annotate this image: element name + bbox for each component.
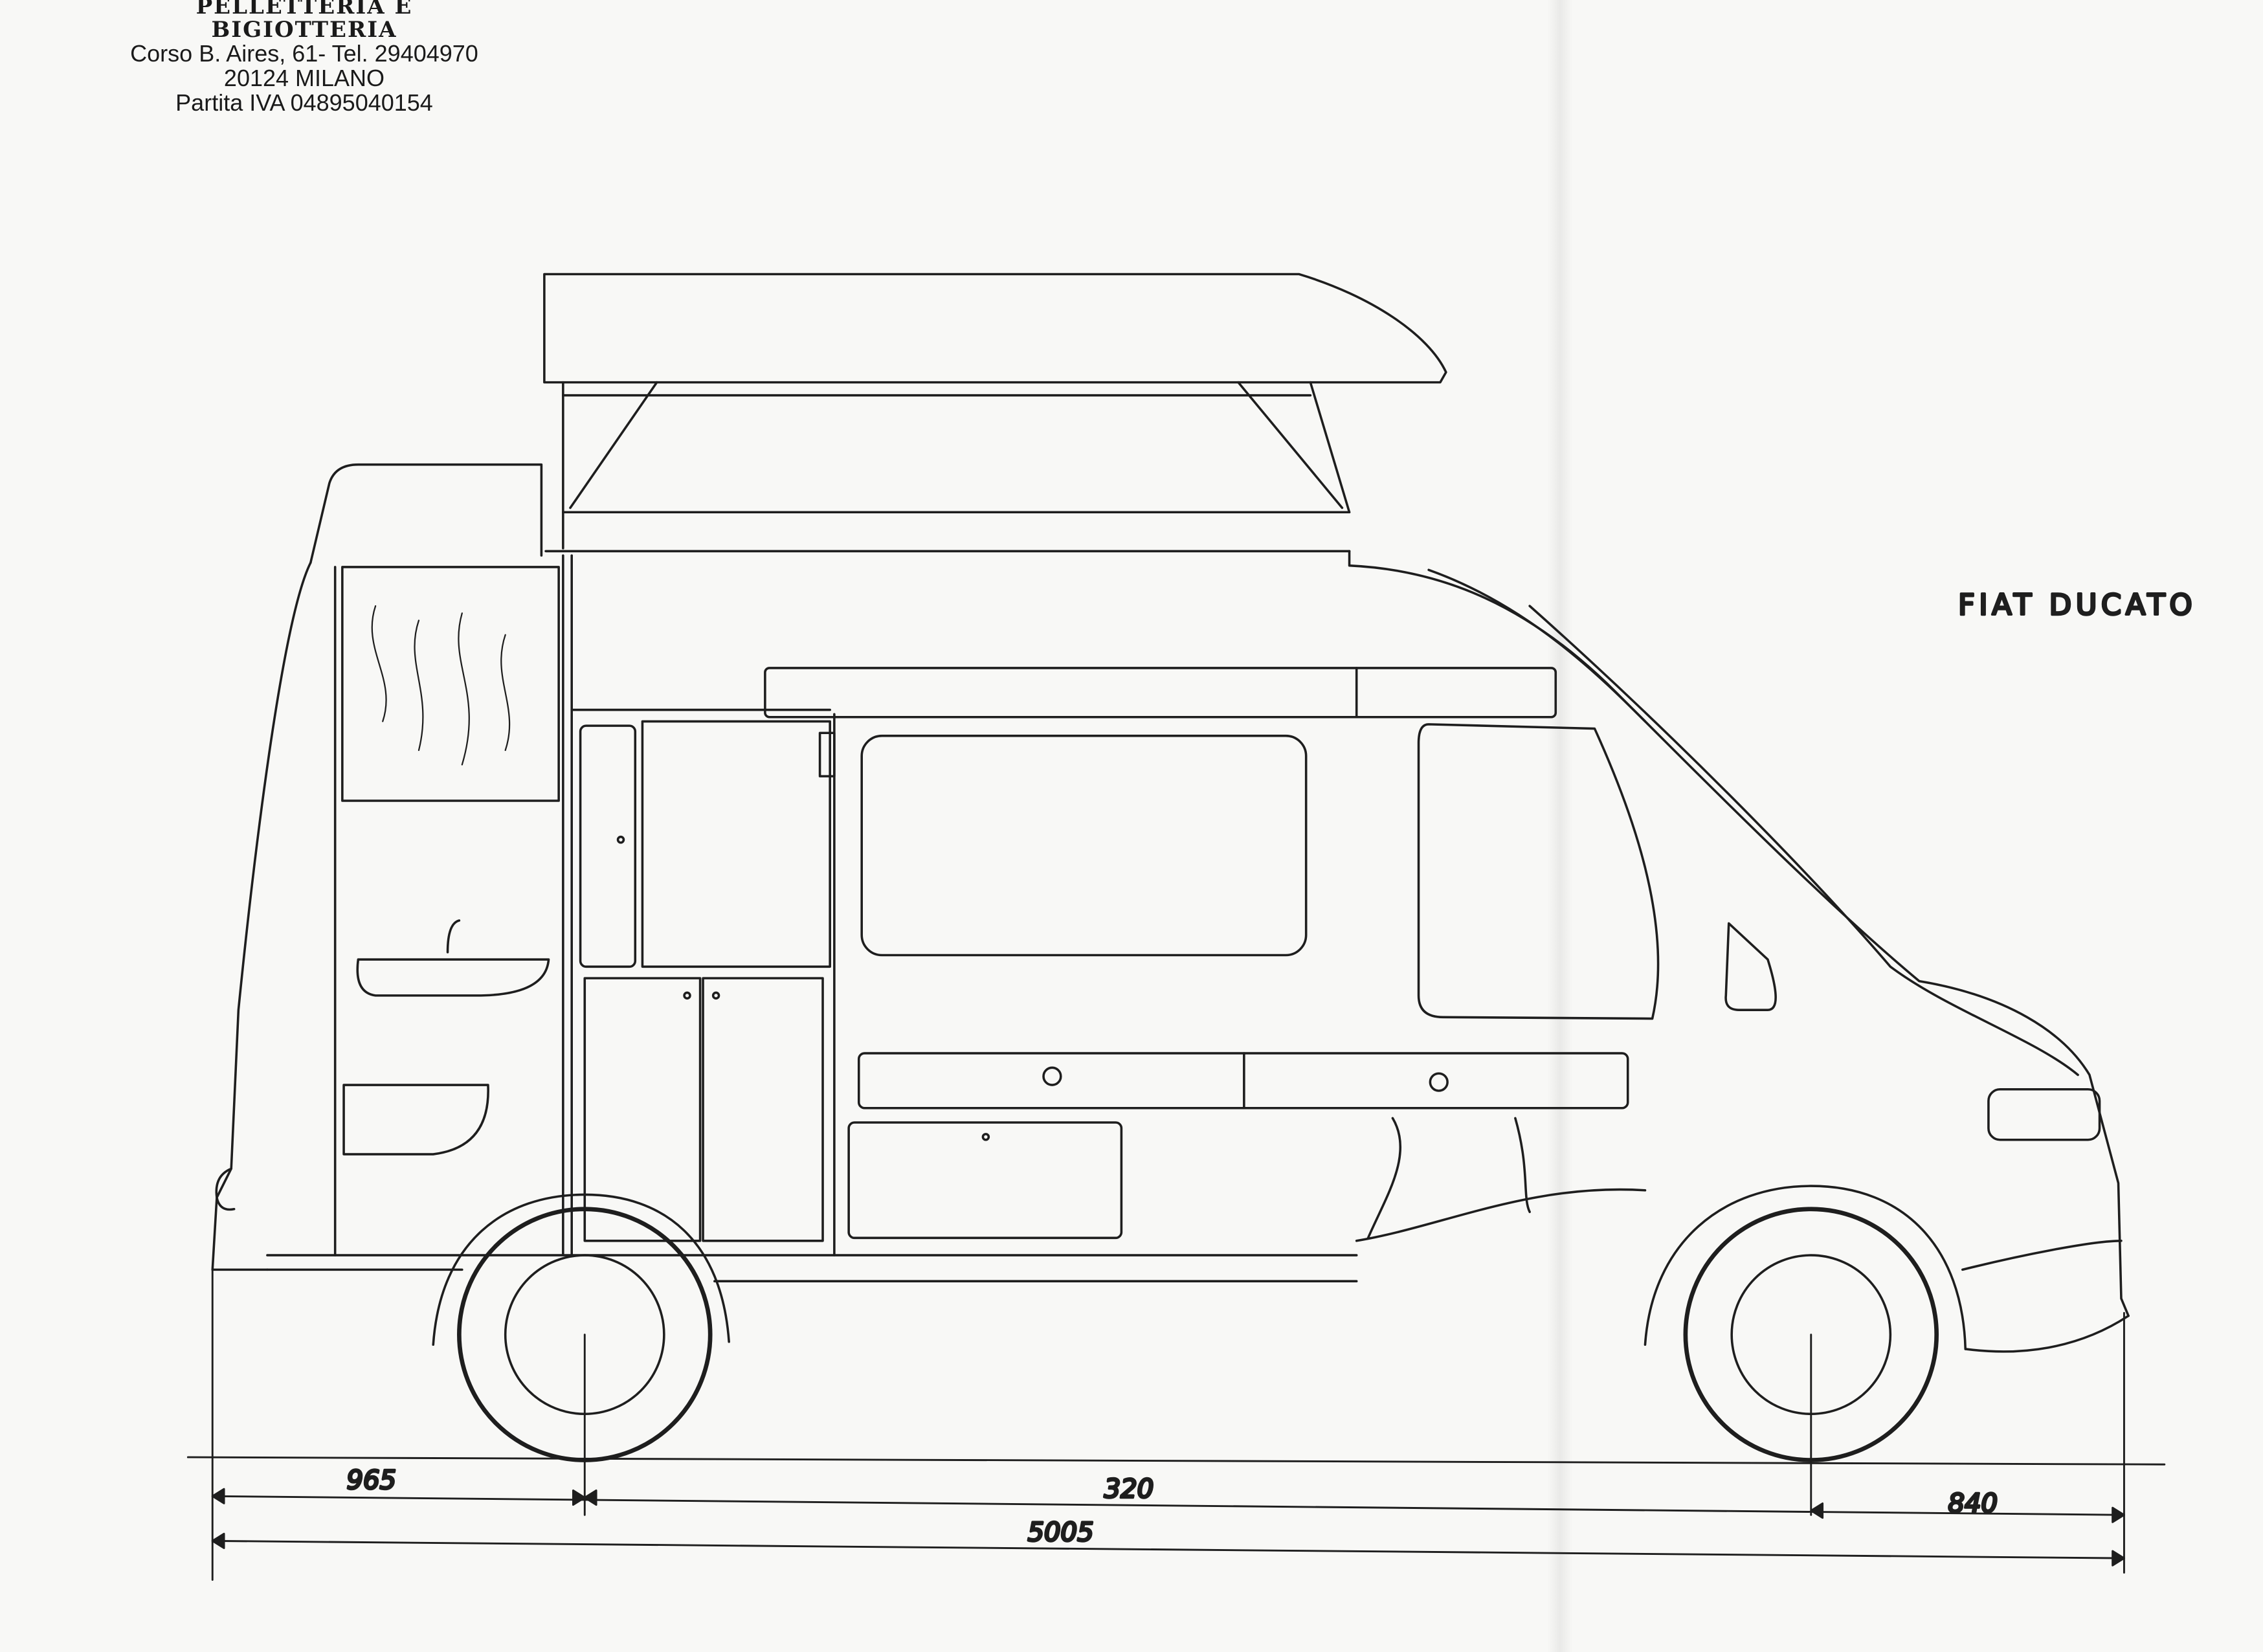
- stamp-vat: Partita IVA 04895040154: [175, 89, 433, 116]
- seat-leg: [1366, 1117, 1531, 1240]
- hood-line: [1528, 605, 2079, 1077]
- dim-wheelbase: 320: [1104, 1475, 1154, 1504]
- stamp-address: Corso B. Aires, 61- Tel. 29404970: [130, 40, 478, 67]
- upper-shelf: [764, 667, 1557, 719]
- windshield-line: [1427, 568, 1647, 723]
- front-wheel-arch: [1644, 1185, 1967, 1350]
- van-body-outline: [211, 550, 2130, 1317]
- side-contour: [1355, 1188, 1647, 1242]
- dim-front-overhang: 840: [1948, 1489, 1998, 1519]
- headlight: [1987, 1088, 2101, 1141]
- paper-fold: [1547, 0, 1573, 1652]
- glass-reflection: [371, 605, 511, 766]
- company-stamp: PELLETTERIA E BIGIOTTERIA Corso B. Aires…: [123, 0, 485, 115]
- front-bumper: [1961, 1240, 2130, 1353]
- side-window: [860, 734, 1308, 957]
- stamp-city: 20124 MILANO: [223, 65, 385, 91]
- drawing-title: FIAT DUCATO: [1958, 588, 2196, 621]
- rear-step: [342, 1084, 489, 1155]
- kitchen-cabinets: [570, 708, 836, 1256]
- drawer: [847, 1121, 1123, 1240]
- dim-rear-overhang: 965: [347, 1466, 397, 1495]
- mirror: [1724, 922, 1777, 1011]
- dim-total-length: 5005: [1028, 1517, 1094, 1547]
- cab-door-window: [1417, 723, 1660, 1020]
- rear-roof-cap: [309, 463, 543, 564]
- stamp-company: PELLETTERIA E BIGIOTTERIA: [195, 0, 413, 43]
- pop-top-roof: [543, 273, 1447, 553]
- rear-sink: [356, 919, 550, 997]
- rear-door-window: [341, 566, 560, 802]
- dimension-lines: [186, 1268, 2166, 1581]
- rear-bumper: [215, 1167, 236, 1211]
- bench-seat: [857, 1052, 1629, 1110]
